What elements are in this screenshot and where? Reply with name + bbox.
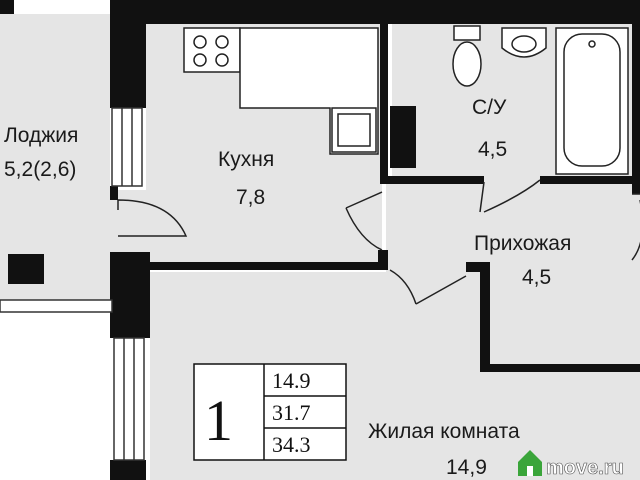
ventilation-shaft	[390, 106, 416, 168]
toilet-tank-icon	[453, 25, 481, 41]
door-bath	[479, 179, 541, 213]
total-with-loggia-value: 34.3	[272, 432, 311, 457]
wall-kitchen-living	[146, 262, 382, 270]
loggia-column	[8, 254, 44, 284]
loggia-name: Лоджия	[4, 124, 78, 147]
room-labels: Лоджия 5,2(2,6) Кухня 7,8 С/У 4,5 Прихож…	[4, 96, 571, 479]
kitchen-area: 7,8	[236, 186, 265, 209]
area-summary-box: 1 14.9 31.7 34.3	[193, 363, 347, 461]
windows	[0, 107, 145, 461]
hallway-area: 4,5	[522, 266, 551, 289]
door-living	[389, 269, 467, 305]
watermark-text: move.ru	[546, 457, 624, 479]
wall-left-lower	[110, 252, 150, 338]
hallway-name: Прихожая	[474, 232, 571, 255]
kitchen-name: Кухня	[218, 148, 274, 171]
loggia-area: 5,2(2,6)	[4, 158, 76, 181]
wall-top	[110, 0, 640, 24]
window-living	[113, 337, 145, 461]
stove-icon	[183, 27, 241, 73]
wall-hall-living	[480, 262, 490, 372]
living-room-name: Жилая комната	[368, 420, 520, 443]
bathroom-area: 4,5	[478, 138, 507, 161]
wall-bath-bottom	[388, 176, 484, 184]
total-area-value: 31.7	[272, 400, 311, 425]
doors	[117, 179, 640, 305]
wall-kitchen-bath	[380, 24, 388, 184]
door-loggia	[117, 199, 188, 237]
window-kitchen	[111, 107, 143, 187]
toilet-icon	[452, 41, 482, 87]
wall-left-bottom	[110, 460, 146, 480]
bathroom-name: С/У	[472, 96, 507, 119]
wall-right	[632, 24, 640, 194]
living-area-value: 14.9	[272, 368, 311, 393]
house-icon	[518, 450, 542, 476]
wall-left-upper	[110, 24, 146, 108]
room-count: 1	[204, 388, 233, 453]
wall-left-mid	[110, 186, 118, 200]
wall-hall-left-post	[466, 262, 490, 272]
wall-bath-bottom-right	[540, 176, 640, 184]
wall-kitchen-hall-post	[378, 250, 388, 270]
door-entrance	[631, 193, 640, 261]
window-loggia	[0, 299, 113, 313]
fixtures	[183, 25, 629, 175]
wall-loggia-top	[0, 0, 14, 14]
wall-hall-bottom	[490, 364, 640, 372]
living-room-area: 14,9	[446, 456, 487, 479]
watermark: move.ru	[518, 450, 624, 479]
door-kitchen	[345, 191, 383, 251]
